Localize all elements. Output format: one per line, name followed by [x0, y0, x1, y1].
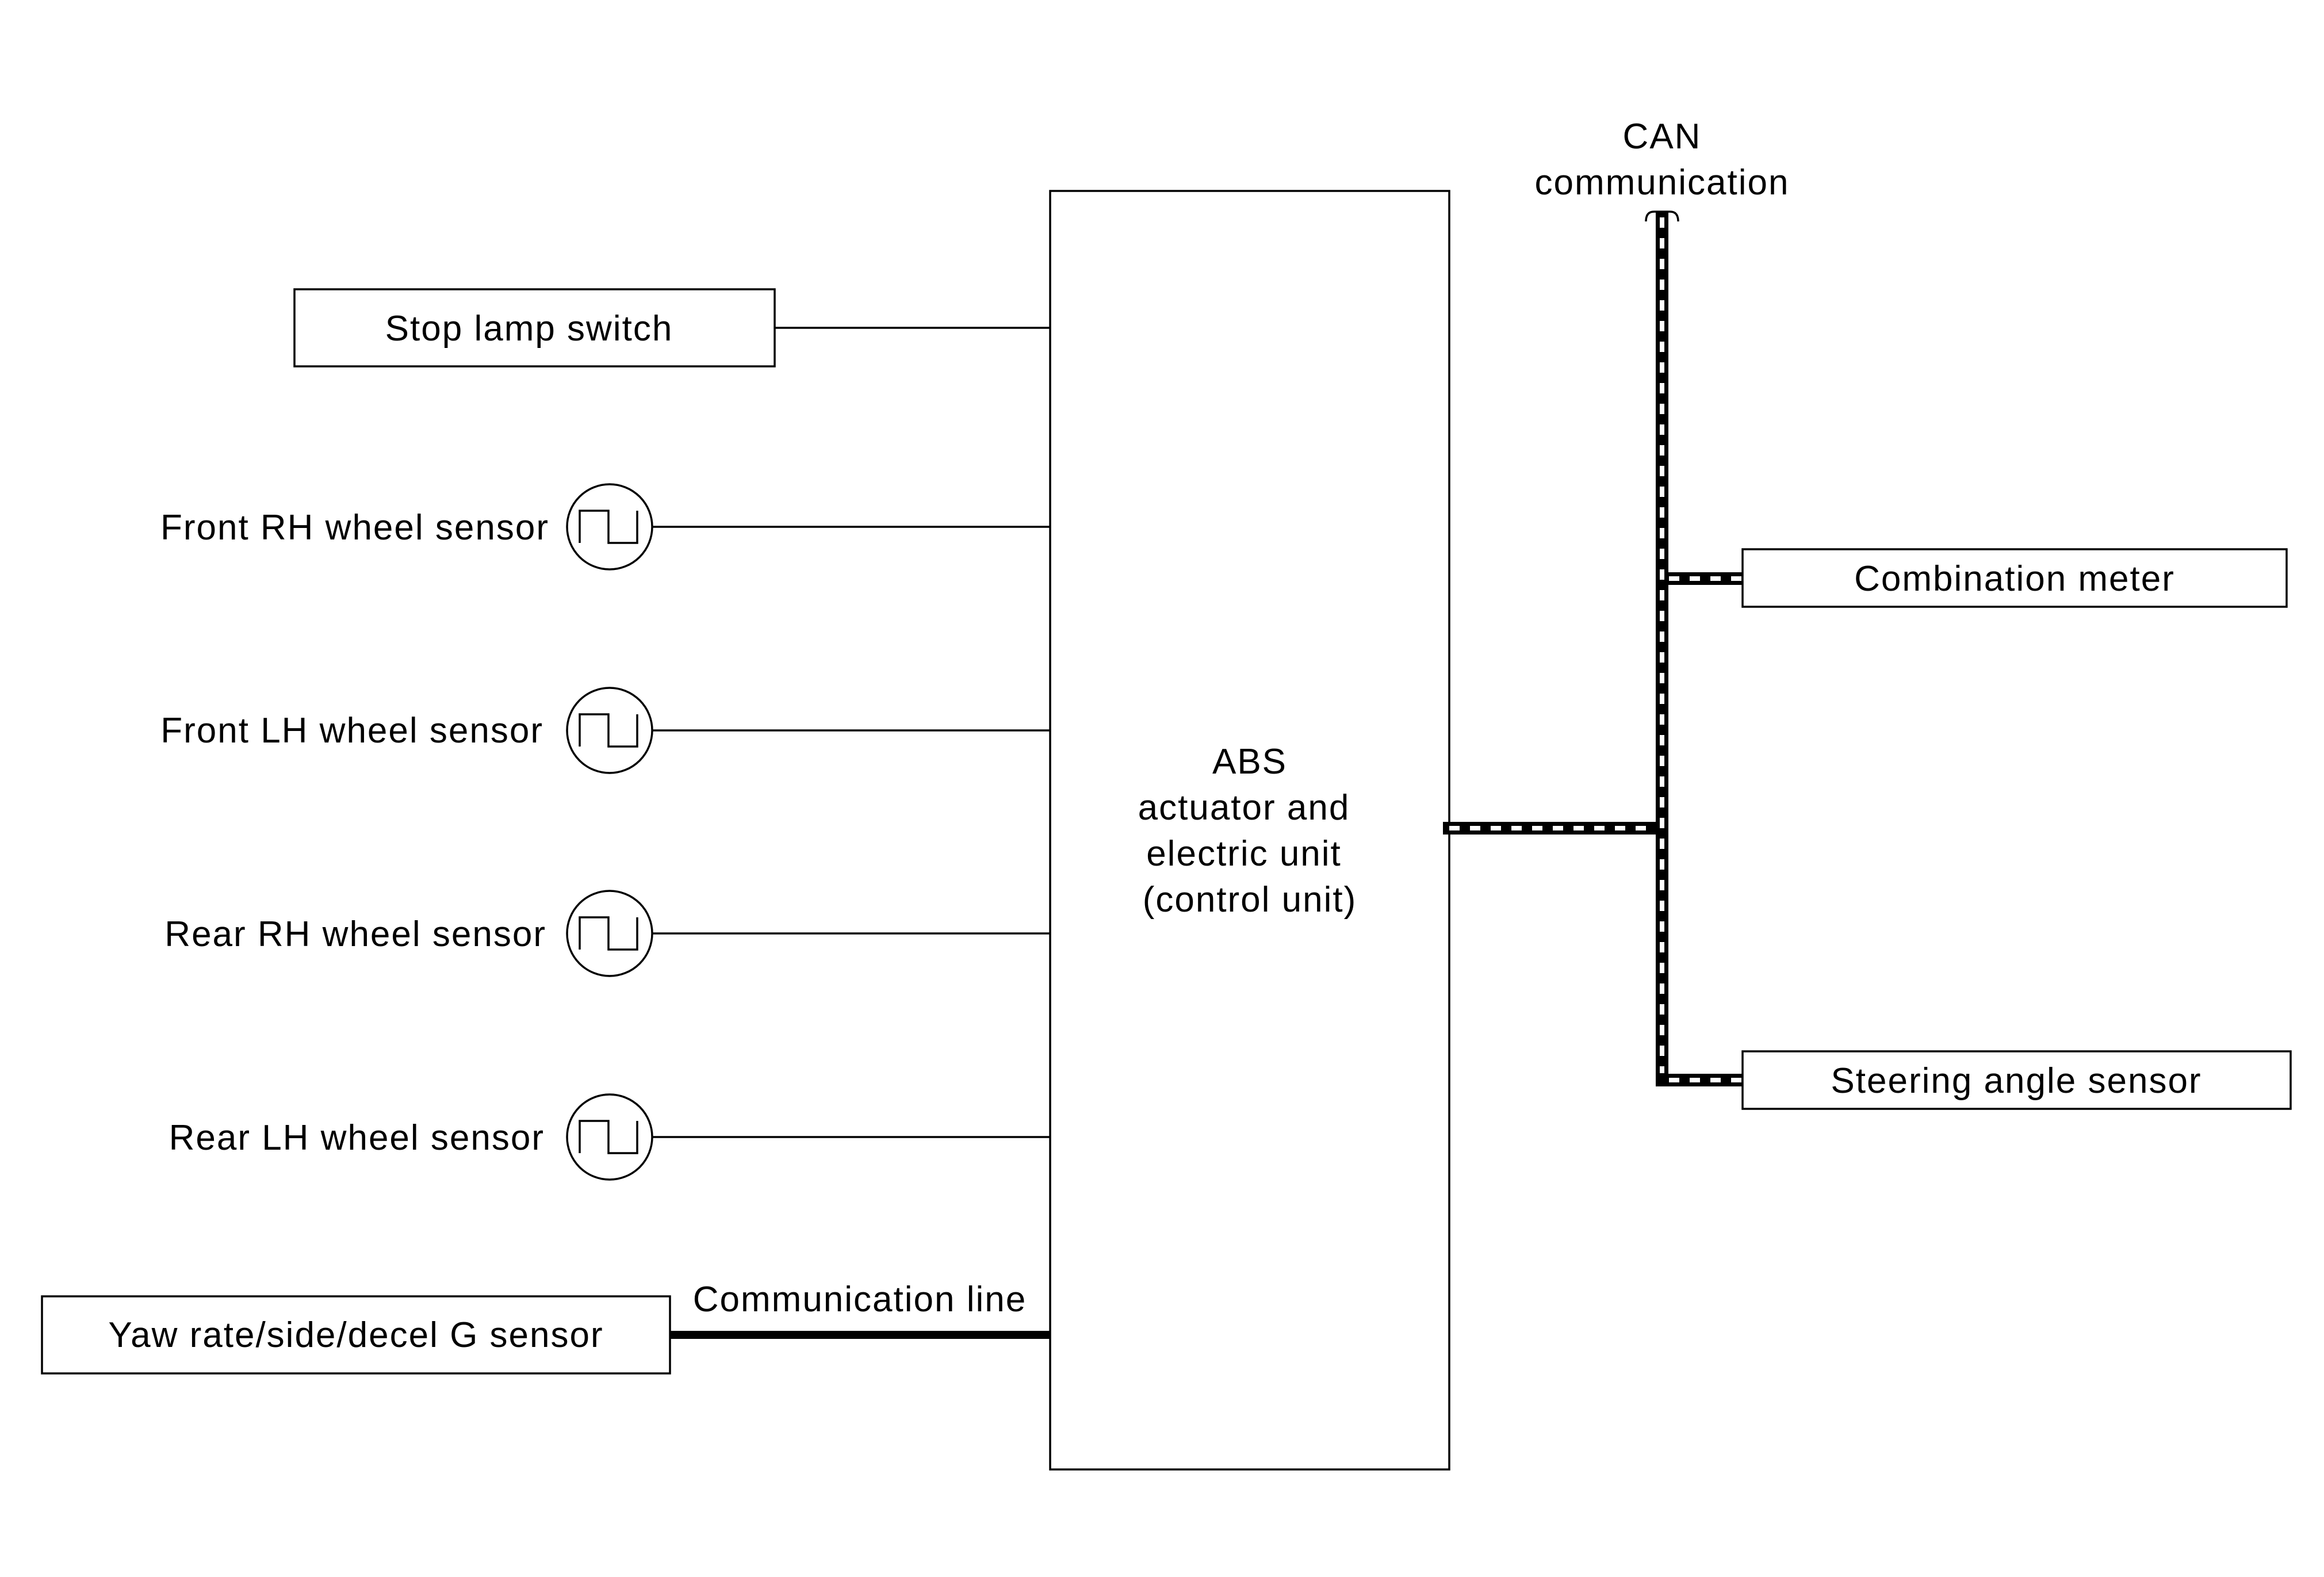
can-label-line-1: CAN: [1623, 117, 1702, 156]
combination-meter-box: [1741, 548, 2288, 608]
ecu-label-line-2: actuator and: [1138, 788, 1350, 828]
steering-angle-sensor-box: [1741, 1050, 2292, 1110]
steering-angle-sensor-label: Steering angle sensor: [1831, 1061, 2202, 1101]
stop-lamp-switch-box: [293, 288, 776, 368]
square-wave-pulse-icon: [566, 1093, 653, 1181]
combination-meter-label: Combination meter: [1854, 559, 2175, 599]
communication-line-label: Communication line: [693, 1280, 1027, 1319]
ecu-label-line-1: ABS: [1212, 742, 1287, 782]
rear-lh-wheel-sensor-label: Rear LH wheel sensor: [169, 1118, 545, 1158]
square-wave-pulse-icon: [566, 890, 653, 977]
ecu-label-line-3: electric unit: [1146, 834, 1342, 874]
yaw-rate-sensor-label: Yaw rate/side/decel G sensor: [108, 1315, 603, 1355]
can-bus: [1443, 211, 1749, 1086]
front-rh-wheel-sensor-label: Front RH wheel sensor: [160, 508, 549, 548]
ecu-label-line-4: (control unit): [1143, 880, 1357, 920]
yaw-rate-sensor-box: [41, 1295, 671, 1375]
rear-rh-wheel-sensor-label: Rear RH wheel sensor: [164, 914, 546, 954]
square-wave-pulse-icon: [566, 483, 653, 571]
front-lh-wheel-sensor-label: Front LH wheel sensor: [160, 711, 543, 751]
can-label-line-2: communication: [1535, 163, 1790, 202]
square-wave-pulse-icon: [566, 687, 653, 774]
stop-lamp-switch-label: Stop lamp switch: [385, 309, 673, 349]
abs-control-unit-box: [1049, 190, 1450, 1471]
